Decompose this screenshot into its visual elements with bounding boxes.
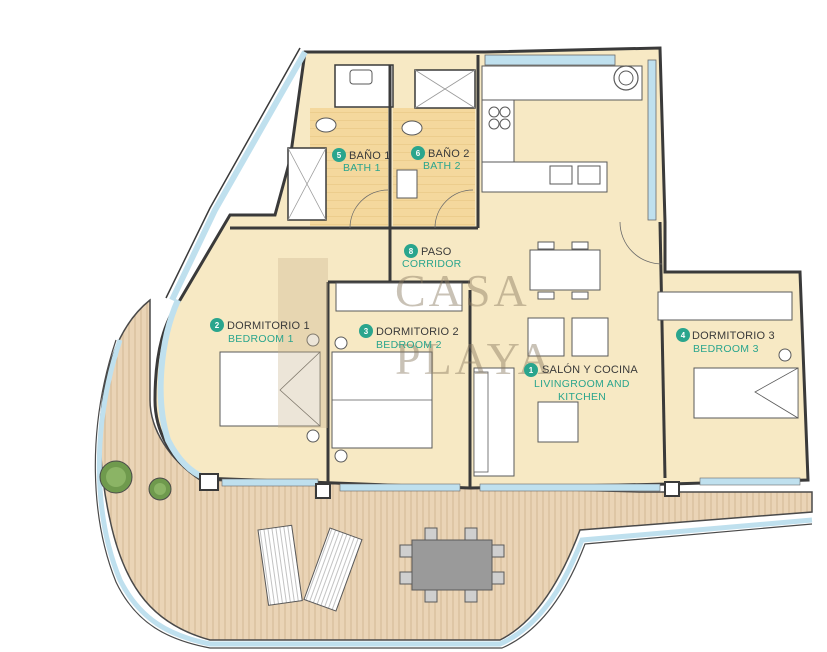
room-name: DORMITORIO 1 [227,320,310,332]
hob-icon [488,106,500,118]
toilet-bath1 [315,117,337,133]
badge-number: 1 [529,366,534,375]
room-name: DORMITORIO 2 [376,326,459,338]
badge-number: 5 [337,151,342,160]
terrace-railing-edge [94,339,813,649]
nightstand-lamp-icon-3 [306,333,320,347]
badge-number: 4 [681,331,686,340]
room-name-en: BEDROOM 1 [228,333,294,345]
toilet-bath2 [401,120,423,136]
room-name-en: BEDROOM 2 [376,339,442,351]
label-bedroom3: 4 DORMITORIO 3 BEDROOM 3 [676,328,775,355]
bottom-window-1 [221,478,319,487]
hob-icon-4 [499,118,511,130]
coffee-table [537,401,579,443]
left-facade-window [169,50,308,302]
wardrobe-bedroom3 [657,291,793,321]
washing-machine-icon [613,65,639,91]
badge-number: 8 [409,247,414,256]
watermark-line1: CASA [395,265,530,316]
nightstand-lamp-icon-4 [306,429,320,443]
hob-icon-2 [499,106,511,118]
room-name-en: CORRIDOR [402,258,462,270]
kitchen-sink [549,165,573,185]
room-name-en-2: KITCHEN [558,391,606,403]
room-name-en: LIVINGROOM AND [534,378,630,390]
watermark-line2: PLAYA [395,333,554,384]
kitchen-sink-2 [577,165,601,185]
sink-bath1 [349,69,373,85]
bottom-window-3 [479,483,661,492]
dining-table [529,249,601,291]
sun-lounger-2 [303,527,363,612]
nightstand-lamp-icon-5 [778,348,792,362]
wardrobe-bedroom2 [335,282,463,312]
label-bath1: 5 BAÑO 1 BATH 1 [332,148,391,174]
room-name-en: BATH 1 [343,162,381,174]
nightstand-lamp-icon-2 [334,449,348,463]
bottom-window-4 [699,477,801,486]
terrace-railing [96,339,813,647]
terrace-table [411,539,493,591]
nightstand-lamp-icon [334,336,348,350]
label-bedroom1: 2 DORMITORIO 1 BEDROOM 1 [210,318,310,345]
hob-icon-3 [488,118,500,130]
room-name-en: BATH 2 [423,160,461,172]
left-facade-line [165,47,301,299]
room-name: SALÓN Y COCINA [542,363,638,376]
room-name: BAÑO 2 [428,147,470,160]
room-name: DORMITORIO 3 [692,330,775,342]
top-right-window [647,59,657,221]
armchair-2 [571,317,609,357]
room-name: BAÑO 1 [349,149,391,162]
sun-lounger [257,524,303,606]
bottom-window-2 [339,483,461,492]
badge-number: 3 [364,327,369,336]
room-name-en: BEDROOM 3 [693,343,759,355]
sink-bath2 [396,169,418,199]
badge-number: 6 [416,149,421,158]
label-bath2: 6 BAÑO 2 BATH 2 [411,146,470,172]
label-living: 1 SALÓN Y COCINA LIVINGROOM AND KITCHEN [524,363,638,403]
label-corridor: 8 PASO CORRIDOR [402,244,462,270]
label-bedroom2: 3 DORMITORIO 2 BEDROOM 2 [359,324,459,351]
top-window [484,54,616,66]
watermark: CASA PLAYA [278,258,554,428]
room-name: PASO [421,246,452,258]
curved-bedroom-window [157,298,207,481]
badge-number: 2 [215,321,220,330]
armchair [527,317,565,357]
